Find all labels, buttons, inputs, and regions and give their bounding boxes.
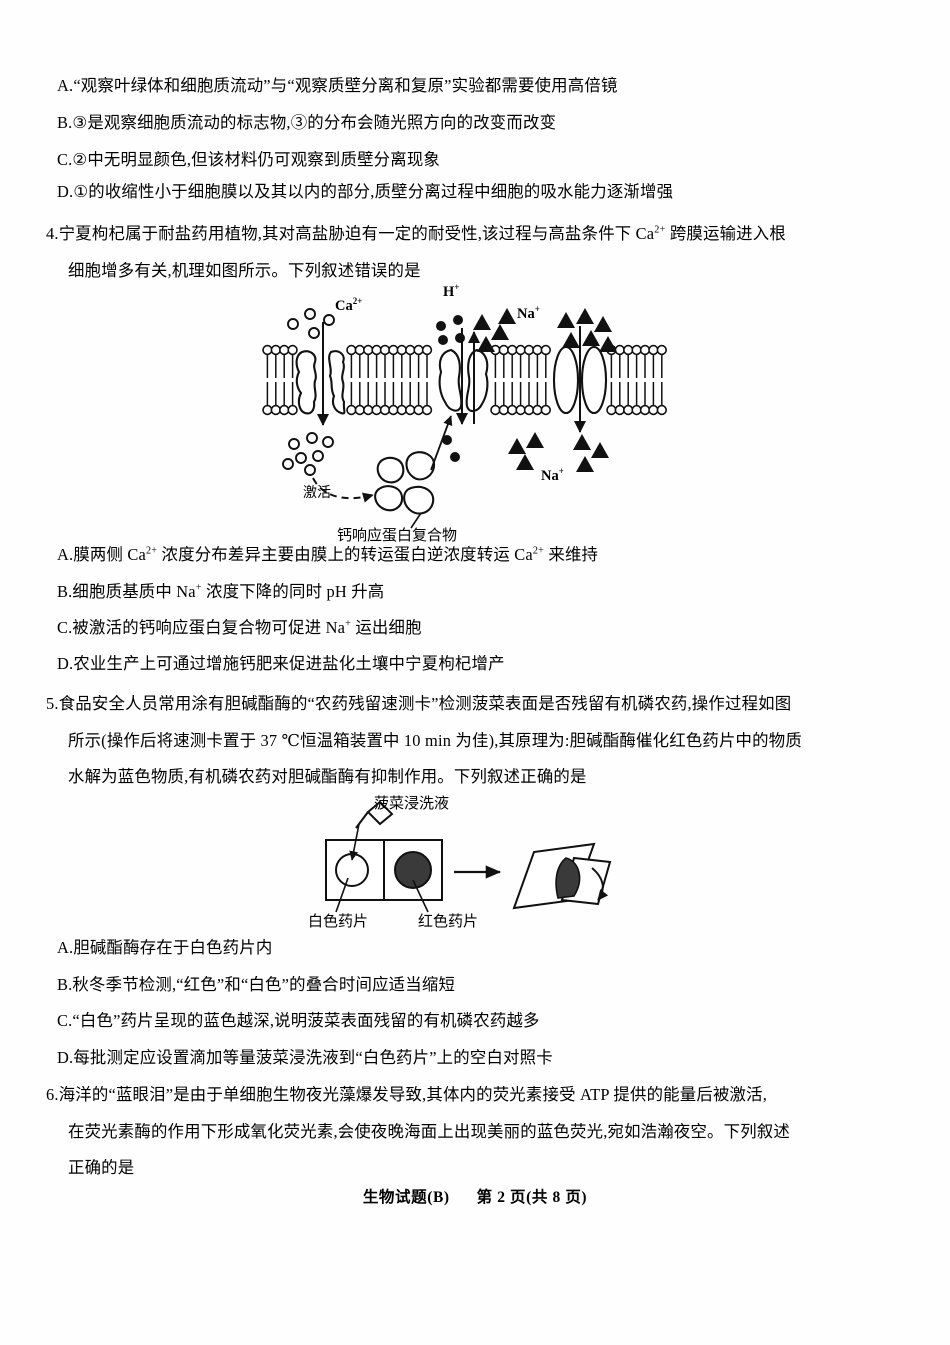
option-q5-c: C.“白色”药片呈现的蓝色越深,说明菠菜表面残留的有机磷农药越多 [57,1011,540,1030]
question-6-stem-line-2: 在荧光素酶的作用下形成氧化荧光素,会使夜晚海面上出现美丽的蓝色荧光,宛如浩瀚夜空… [68,1122,790,1141]
fold-motion-arrow [591,867,609,901]
question-5-stem-line-2: 所示(操作后将速测卡置于 37 ℃恒温箱装置中 10 min 为佳),其原理为:… [68,731,802,750]
question-6-number: 6. [46,1085,59,1104]
question-6-stem-line-1: 6.海洋的“蓝眼泪”是由于单细胞生物夜光藻爆发导致,其体内的荧光素接受 ATP … [46,1085,768,1104]
sodium-ions-outside [473,308,617,352]
complex-to-transporter-arrow [430,415,453,471]
sodium-channel-protein [552,345,608,415]
footer-page-number: 第 2 页(共 8 页) [476,1189,588,1206]
test-card-svg [325,800,612,910]
calcium-channel-protein [295,350,346,415]
question-4-stem-line-2: 细胞增多有关,机理如图所示。下列叙述错误的是 [68,261,421,280]
folded-tablet-overlap [555,857,581,899]
activation-dashed-arrow [312,477,374,503]
option-q5-a: A.胆碱酯酶存在于白色药片内 [57,938,273,957]
label-white-tablet: 白色药片 [308,914,369,930]
footer-subject: 生物试题(B) [362,1189,450,1206]
page-footer: 生物试题(B) 第 2 页(共 8 页) [0,1185,950,1207]
pesticide-test-card-diagram: 菠菜浸洗液 白色药片 红色药片 [308,796,618,936]
option-q3-b: B.③是观察细胞质流动的标志物,③的分布会随光照方向的改变而改变 [57,113,557,132]
option-q4-b: B.细胞质基质中 Na+ 浓度下降的同时 pH 升高 [57,582,385,601]
calcium-responsive-protein-complex [374,451,436,515]
label-sodium-ion-outside: Na+ [517,304,540,322]
proton-ions-inside [442,435,460,462]
red-tablet-circle [394,851,432,889]
option-q5-d: D.每批测定应设置滴加等量菠菜浸洗液到“白色药片”上的空白对照卡 [57,1048,553,1067]
label-red-tablet: 红色药片 [418,914,479,930]
question-4-number: 4. [46,224,59,243]
label-proton-ion: H+ [443,282,460,300]
option-q4-c: C.被激活的钙响应蛋白复合物可促进 Na+ 运出细胞 [57,618,422,637]
membrane-transport-diagram: Ca2+ H+ Na+ Na+ 激活 钙响应蛋白复合物 [255,283,675,544]
option-q3-a: A.“观察叶绿体和细胞质流动”与“观察质壁分离和复原”实验都需要使用高倍镜 [57,76,618,95]
label-sodium-ion-inside: Na+ [541,466,564,484]
question-4-stem-line-1: 4.宁夏枸杞属于耐盐药用植物,其对高盐胁迫有一定的耐受性,该过程与高盐条件下 C… [46,224,786,244]
question-5-stem-line-3: 水解为蓝色物质,有机磷农药对胆碱酯酶有抑制作用。下列叙述正确的是 [68,767,587,786]
proton-ions-outside [436,315,465,345]
label-protein-complex: 钙响应蛋白复合物 [337,528,458,544]
question-5-stem-line-1: 5.食品安全人员常用涂有胆碱酯酶的“农药残留速测卡”检测菠菜表面是否残留有机磷农… [46,694,792,713]
option-q4-a: A.膜两侧 Ca2+ 浓度分布差异主要由膜上的转运蛋白逆浓度转运 Ca2+ 来维… [57,545,599,564]
question-4-stem-part-a: 宁夏枸杞属于耐盐药用植物,其对高盐胁迫有一定的耐受性,该过程与高盐条件下 Ca [58,224,655,243]
label-calcium-ion: Ca2+ [335,296,363,314]
question-6-stem-line-3: 正确的是 [68,1158,135,1177]
label-activation: 激活 [303,486,331,501]
option-q4-d: D.农业生产上可通过增施钙肥来促进盐化土壤中宁夏枸杞增产 [57,654,505,673]
question-4-stem-part-b: 跨膜运输进入根 [665,224,786,243]
test-card-leader-lines [335,877,429,913]
option-q3-c: C.②中无明显颜色,但该材料仍可观察到质壁分离现象 [57,150,441,169]
proton-sodium-antiporter [438,348,489,413]
drop-direction-arrow [349,823,360,861]
membrane-transport-svg [262,308,667,529]
calcium-ions-inside [282,432,334,476]
option-q3-d: D.①的收缩性小于细胞膜以及其以内的部分,质壁分离过程中细胞的吸水能力逐渐增强 [57,182,674,201]
calcium-ions-outside [287,308,335,339]
label-spinach-wash-liquid: 菠菜浸洗液 [374,796,450,812]
sodium-ions-inside [508,432,609,472]
complex-caption-leader [410,512,422,529]
option-q5-b: B.秋冬季节检测,“红色”和“白色”的叠合时间应适当缩短 [57,975,456,994]
superscript-charge: 2+ [654,224,666,236]
question-5-number: 5. [46,694,59,713]
